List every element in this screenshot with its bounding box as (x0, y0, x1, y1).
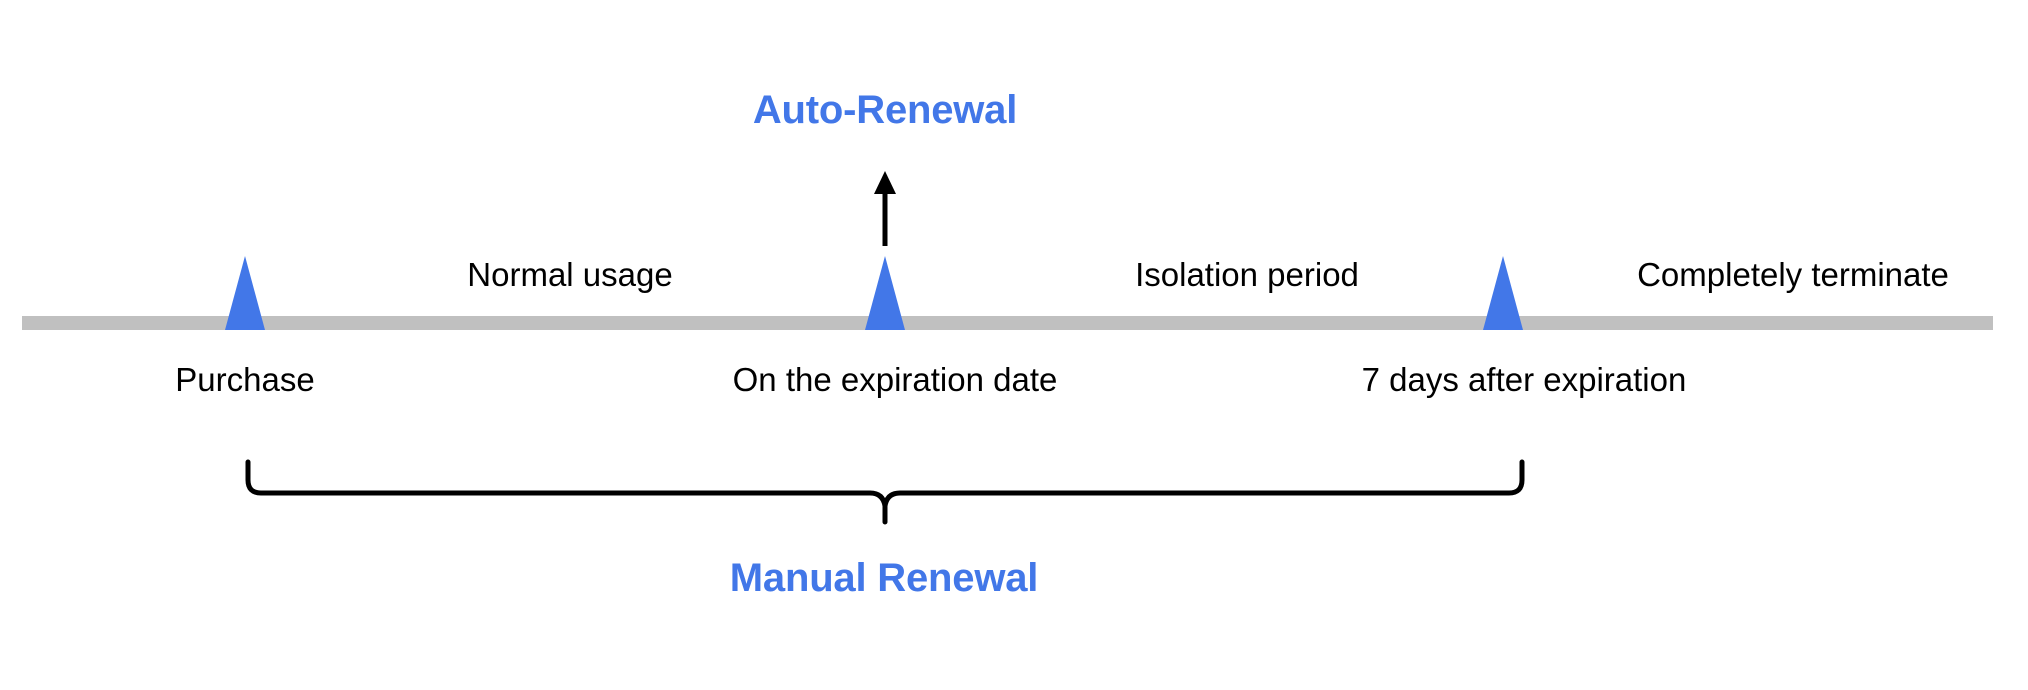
milestone-label-expiration: On the expiration date (732, 361, 1058, 398)
timeline-axis (22, 316, 1993, 330)
auto-renewal-arrow-icon (862, 168, 908, 248)
milestone-marker-purchase[interactable] (224, 256, 266, 330)
interval-label-completely-terminate: Completely terminate (1637, 256, 1949, 293)
manual-renewal-brace (240, 456, 1530, 532)
milestone-label-seven-days-after: 7 days after expiration (1361, 361, 1687, 398)
auto-renewal-title: Auto-Renewal (752, 88, 1018, 132)
interval-label-isolation-period: Isolation period (1135, 256, 1359, 293)
manual-renewal-title: Manual Renewal (729, 556, 1039, 600)
milestone-marker-expiration[interactable] (864, 256, 906, 330)
milestone-marker-seven-days-after[interactable] (1482, 256, 1524, 330)
milestone-label-purchase: Purchase (175, 361, 315, 398)
interval-label-normal-usage: Normal usage (467, 256, 673, 293)
